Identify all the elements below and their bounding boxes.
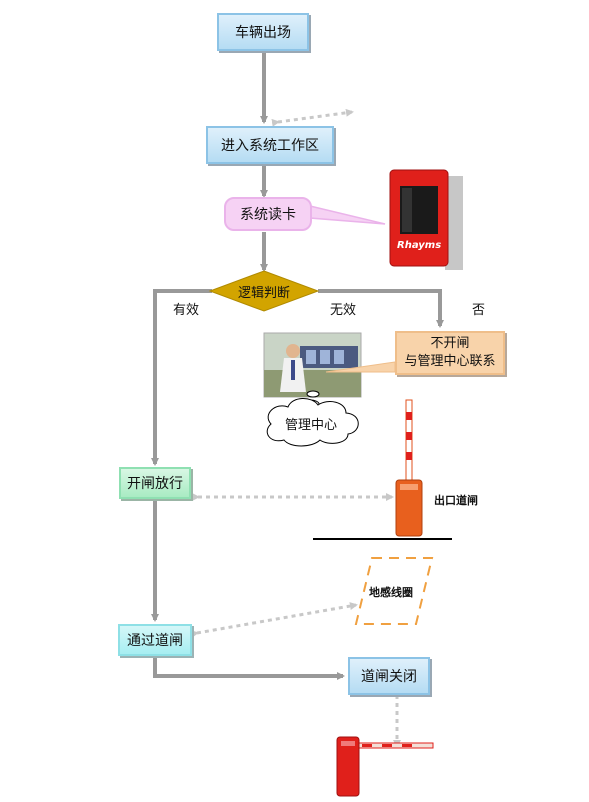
arrow-pass-to-close [153, 655, 345, 680]
arrow-logic-invalid [318, 289, 444, 328]
operator-photo [263, 332, 362, 398]
label-loop-detector: 地感线圈 [369, 586, 413, 599]
node-no-open: 不开闸 与管理中心联系 [395, 331, 505, 375]
readcard-callout [309, 205, 386, 225]
node-vehicle-exit: 车辆出场 [217, 13, 309, 51]
node-open-gate: 开闸放行 [119, 467, 191, 499]
node-pass-gate: 通过道闸 [118, 624, 192, 656]
label-valid: 有效 [173, 303, 200, 318]
loop-detector-shape [354, 557, 434, 625]
exit-gate-icon [395, 399, 423, 537]
closed-gate-icon [336, 736, 434, 797]
node-logic-decision: 逻辑判断 [237, 285, 290, 301]
card-reader-icon [389, 169, 463, 270]
thought-cloud [266, 390, 359, 447]
label-invalid: 无效 [330, 303, 357, 318]
arrow-logic-valid [151, 289, 212, 466]
node-read-card: 系统读卡 [224, 197, 312, 231]
label-exit-gate: 出口道闸 [434, 494, 478, 507]
label-no: 否 [472, 303, 486, 318]
reader-brand-logo: Rhayms [397, 240, 442, 251]
node-enter-work-area: 进入系统工作区 [206, 126, 334, 164]
decision-diamond [208, 270, 320, 312]
node-gate-close: 道闸关闭 [348, 657, 430, 695]
dotted-arrow-loop [190, 602, 358, 638]
node-management-center: 管理中心 [284, 417, 337, 433]
dotted-arrow-exit [271, 108, 354, 127]
